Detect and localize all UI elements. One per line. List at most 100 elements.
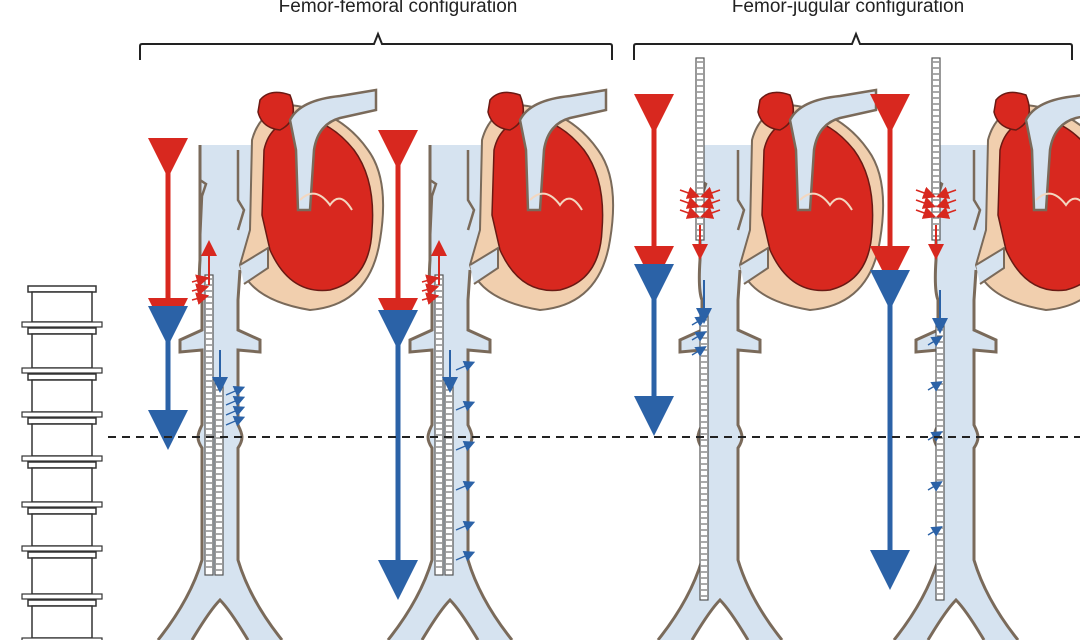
vessel-bifurcation [926, 597, 986, 640]
femor-jugular-bracket [633, 31, 1073, 60]
drainage-inflow-arrow [935, 186, 957, 199]
svc-wall [198, 150, 208, 241]
femor-jugular-title: Femor-jugular configuration [731, 0, 965, 17]
drainage-inflow-arrow [699, 206, 721, 219]
vessel-wall-right [466, 269, 514, 640]
valve-leaflets [799, 192, 853, 211]
vena-cava [894, 145, 1018, 640]
jugular-cannula-body [931, 57, 941, 241]
vertebra-body [31, 605, 93, 639]
spine-vertebrae [21, 285, 103, 640]
vertebra-endplate [27, 417, 97, 425]
drainage-cannula-body [204, 274, 214, 576]
vertebra-endplate [27, 461, 97, 469]
vertebra-endplate [27, 285, 97, 293]
drainage-inflow-arrow [679, 206, 701, 219]
return-outflow-arrow [455, 551, 476, 562]
drainage-inflow-arrow [679, 196, 701, 209]
right-atrium-inflow [975, 246, 1005, 285]
drainage-inflow-arrow [191, 274, 210, 287]
drainage-cannula-body [434, 274, 444, 576]
right-atrium-inflow [239, 246, 269, 285]
femor-femoral-bracket [139, 31, 613, 60]
drainage-cannula [434, 274, 444, 576]
return-outflow-arrow [455, 521, 476, 532]
vertebra-body [31, 423, 93, 457]
return-outflow-arrow [691, 346, 707, 357]
drainage-inflow-arrow [421, 283, 440, 296]
panel-ff-1 [148, 88, 385, 640]
valve-leaflets [299, 192, 353, 211]
vertebra-endplate [27, 551, 97, 559]
femor-femoral-title: Femor-femoral configuration [278, 0, 518, 17]
return-cannula [444, 379, 454, 576]
intervertebral-disc [21, 411, 103, 418]
vertebra-endplate [27, 327, 97, 335]
femoral-cannula-body [699, 309, 709, 601]
jugular-cannula [695, 57, 705, 241]
vertebra-endplate [27, 599, 97, 607]
return-outflow-arrow [927, 431, 943, 442]
vessel-bifurcation [690, 597, 750, 640]
vertebra-body [31, 513, 93, 547]
vertebra-body [31, 557, 93, 595]
drainage-inflow-arrow [421, 274, 440, 287]
svc-wall-right [736, 150, 746, 231]
intervertebral-disc [21, 593, 103, 600]
jugular-cannula [931, 57, 941, 241]
return-outflow-arrow [225, 406, 246, 417]
drainage-cannula [204, 274, 214, 576]
intervertebral-disc [21, 367, 103, 374]
drainage-inflow-arrow [935, 196, 957, 209]
intervertebral-disc [21, 501, 103, 508]
right-atrium-inflow [739, 246, 769, 285]
return-outflow-arrow [927, 526, 943, 537]
return-outflow-arrow [225, 416, 246, 427]
drainage-inflow-arrow [679, 186, 701, 199]
return-cannula [214, 379, 224, 576]
vertebra-body [31, 467, 93, 503]
drainage-inflow-arrow [191, 292, 210, 305]
drainage-inflow-arrow [699, 186, 721, 199]
drainage-inflow-arrow [699, 196, 721, 209]
vessel-wall-right [736, 269, 784, 640]
drainage-inflow-arrow [935, 206, 957, 219]
return-outflow-arrow [927, 481, 943, 492]
vertebra-endplate [27, 373, 97, 381]
return-outflow-arrow [927, 336, 943, 347]
drainage-inflow-arrow [421, 292, 440, 305]
return-outflow-arrow [225, 386, 246, 397]
panel-fj-2 [870, 57, 1080, 640]
aorta [518, 88, 608, 212]
drainage-inflow-arrow [915, 196, 937, 209]
return-outflow-arrow [691, 331, 707, 342]
drainage-inflow-arrow [191, 283, 210, 296]
aorta [788, 88, 878, 212]
intervertebral-disc [21, 455, 103, 462]
right-atrium-inflow [469, 246, 499, 285]
vessel-bifurcation [420, 597, 480, 640]
vertebra-body [31, 379, 93, 413]
return-outflow-arrow [455, 441, 476, 452]
panel-ff-2 [378, 88, 615, 640]
aorta [288, 88, 378, 212]
vessel-wall-left [156, 145, 204, 640]
drainage-inflow-arrow [915, 186, 937, 199]
vertebra-body [31, 333, 93, 369]
vessel-bifurcation [190, 597, 250, 640]
return-outflow-arrow [455, 401, 476, 412]
vessel-wall-right [972, 269, 1020, 640]
svc-wall-right [972, 150, 982, 231]
drainage-inflow-arrow [915, 206, 937, 219]
femoral-cannula [935, 319, 945, 601]
return-outflow-arrow [455, 361, 476, 372]
vessel-wall-left [386, 145, 434, 640]
intervertebral-disc [21, 637, 103, 640]
valve-leaflets [529, 192, 583, 211]
svc-wall [428, 150, 438, 241]
intervertebral-disc [21, 321, 103, 328]
svc-wall-right [466, 150, 476, 231]
return-outflow-arrow [691, 316, 707, 327]
